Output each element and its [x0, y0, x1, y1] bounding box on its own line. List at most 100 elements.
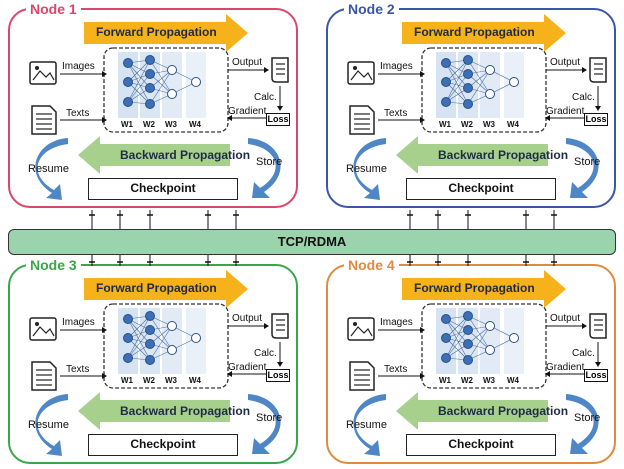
store-arrow [566, 138, 599, 198]
neuron [123, 77, 133, 87]
images-arrowhead [420, 71, 425, 77]
neuron-link [445, 81, 469, 105]
store-label: Store [256, 156, 283, 168]
gradient-label: Gradient [228, 106, 267, 117]
neuron [463, 325, 473, 335]
neuron-link [445, 62, 469, 89]
loss-box: Loss [584, 113, 608, 126]
layer-label-w2: W2 [461, 376, 473, 385]
neuron [123, 353, 133, 363]
gradient-arrowhead [227, 115, 232, 121]
neuron [463, 355, 473, 365]
output-label: Output [550, 57, 581, 68]
neuron [485, 65, 495, 75]
neuron [485, 321, 495, 331]
backward-arrow [396, 136, 548, 174]
image-icon-sun [353, 322, 357, 326]
backward-label: Backward Propagation [120, 148, 251, 162]
image-icon-sun [35, 66, 39, 70]
neuron-link [445, 59, 469, 83]
gradient-arrowhead [545, 371, 550, 377]
resume-arrow [353, 138, 386, 200]
checkpoint-box: Checkpoint [88, 178, 238, 200]
backward-label: Backward Propagation [438, 148, 569, 162]
node-graphic [29, 14, 289, 200]
neuron-link [127, 315, 151, 339]
forward-label: Forward Propagation [96, 25, 217, 39]
store-arrow [566, 394, 599, 454]
output-label: Output [232, 57, 263, 68]
neuron-link [127, 62, 151, 89]
neuron-link [149, 69, 173, 105]
texts-arrowhead [420, 373, 425, 379]
neuron-link [149, 59, 173, 95]
output-arrowhead [582, 67, 587, 73]
image-icon-mountain [350, 70, 373, 81]
neuron [167, 345, 177, 355]
backward-arrow [396, 392, 548, 430]
neuron [441, 314, 451, 324]
resume-label: Resume [28, 419, 69, 431]
node-graphic [347, 14, 607, 200]
resume-arrow [35, 138, 68, 200]
layer-label-w4: W4 [189, 376, 201, 385]
node-graphic [347, 270, 607, 456]
layer-band [162, 308, 182, 374]
neuron [145, 83, 155, 93]
neuron [509, 333, 519, 343]
bus-label: TCP/RDMA [277, 234, 347, 249]
neuron-link [127, 59, 151, 103]
backward-arrow [78, 136, 230, 174]
neuron [145, 99, 155, 109]
neuron [441, 333, 451, 343]
neuron [145, 339, 155, 349]
neuron-link [445, 318, 469, 361]
texts-label: Texts [384, 108, 408, 119]
document-icon [349, 105, 375, 135]
neuron [485, 345, 495, 355]
layer-label-w2: W2 [143, 120, 155, 129]
layer-label-w1: W1 [121, 120, 133, 129]
gradient-arrowhead [227, 371, 232, 377]
forward-arrow [402, 14, 566, 52]
neuron [463, 69, 473, 79]
neuron [145, 311, 155, 321]
forward-arrow [84, 14, 248, 52]
neuron-link [445, 318, 469, 345]
neuron-link [127, 59, 151, 83]
neuron-link [445, 315, 469, 359]
calc-arrowhead [595, 106, 601, 111]
neuron [485, 89, 495, 99]
neuron [167, 65, 177, 75]
neuron-link [445, 59, 469, 103]
node-title: Node 2 [344, 1, 399, 17]
neuron [145, 325, 155, 335]
output-label: Output [550, 313, 581, 324]
neuron [123, 333, 133, 343]
neuron-link [445, 337, 469, 361]
image-icon-mountain [32, 326, 55, 337]
calc-arrowhead [277, 106, 283, 111]
loss-box: Loss [266, 113, 290, 126]
checkpoint-box: Checkpoint [406, 178, 556, 200]
images-arrowhead [102, 71, 107, 77]
forward-arrow [402, 270, 566, 308]
neuron [509, 77, 519, 87]
texts-arrowhead [102, 117, 107, 123]
network-bus: TCP/RDMA [8, 229, 616, 255]
layer-label-w1: W1 [439, 376, 451, 385]
calc-label: Calc. [572, 92, 595, 103]
store-label: Store [256, 412, 283, 424]
forward-label: Forward Propagation [96, 281, 217, 295]
images-arrowhead [102, 327, 107, 333]
neuron-link [127, 62, 151, 105]
neuron-link [445, 62, 469, 105]
neuron-link [127, 318, 151, 345]
output-arrowhead [264, 67, 269, 73]
resume-arrow [35, 394, 68, 456]
neuron [463, 339, 473, 349]
node-graphic [29, 270, 289, 456]
layer-label-w3: W3 [483, 120, 495, 129]
texts-label: Texts [384, 364, 408, 375]
